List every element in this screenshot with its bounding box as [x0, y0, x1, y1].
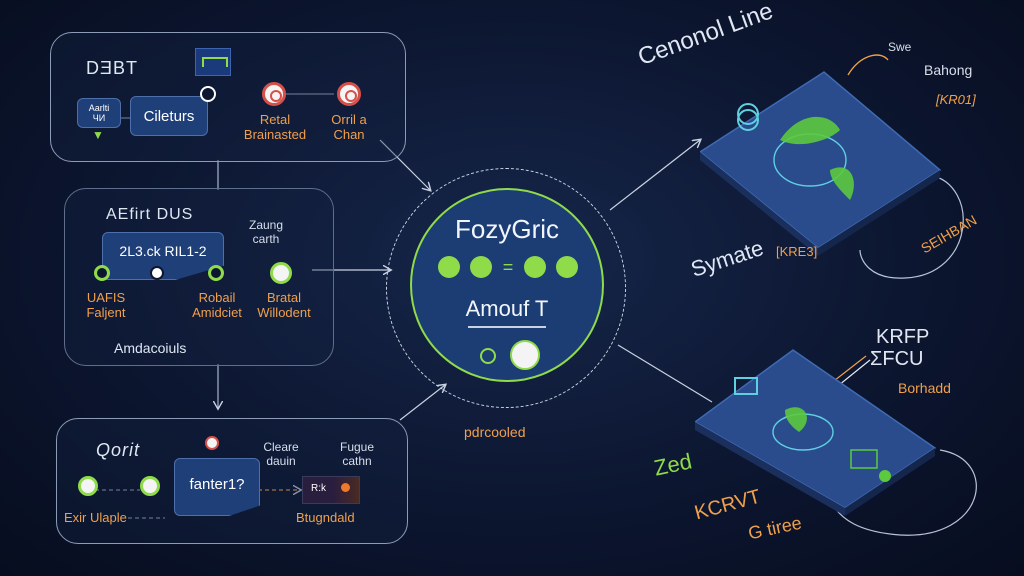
plus-icon: [523, 256, 546, 278]
top-small-sublabel: ЧИ: [92, 113, 106, 123]
hub-icon-row: =: [438, 254, 578, 280]
back-icon: [438, 256, 460, 278]
mid-box-title: AEfirt DUS: [106, 206, 194, 223]
mid-box-footer: Amdacoiuls: [114, 340, 187, 356]
mid-node-icon-2[interactable]: [208, 265, 224, 281]
right-top-tag1: [KR01]: [936, 92, 976, 107]
right-top-label2: Bahong: [924, 62, 973, 78]
mid-center-icon: [150, 266, 164, 280]
node-red-icon-1[interactable]: [262, 82, 286, 106]
hub-caption: pdrcooled: [464, 424, 526, 440]
bottom-top-icon: [205, 436, 219, 450]
bottom-main-label: fanter1?: [189, 475, 245, 493]
flame-icon: [341, 483, 350, 492]
top-small-block[interactable]: Aarlti ЧИ: [77, 98, 121, 128]
bottom-node-icon-2[interactable]: [140, 476, 160, 496]
hub-small-ring-icon: [480, 348, 496, 364]
right-bottom-board: [695, 349, 937, 516]
minus-icon: [470, 256, 493, 278]
bottom-main-block[interactable]: fanter1?: [174, 458, 260, 516]
mid-node-icon-1[interactable]: [94, 265, 110, 281]
node-red-icon-2[interactable]: [337, 82, 361, 106]
top-box-title: DƎBT: [86, 58, 139, 78]
equals-icon: =: [502, 256, 514, 277]
right-top-label1: Swe: [888, 40, 912, 54]
bottom-node-icon-1[interactable]: [78, 476, 98, 496]
mid-node-icon-3[interactable]: [270, 262, 292, 284]
bottom-node-label: Exir Ulaple: [64, 510, 127, 525]
mid-main-label: 2L3.ck RIL1-2: [119, 243, 207, 259]
top-main-block[interactable]: Cileturs: [130, 96, 208, 136]
arrow-down-icon: ▼: [92, 128, 104, 142]
thumb-label: R:k: [311, 483, 326, 494]
right-bottom-label3: Borhadd: [898, 380, 951, 396]
chip-icon: [195, 48, 231, 76]
right-bottom-label1: KRFP: [876, 326, 930, 348]
right-bottom-label2: ΣFCU: [870, 348, 924, 370]
bottom-box-title: Qorit: [96, 440, 141, 460]
top-small-label: Aarlti: [88, 103, 110, 113]
hub-circle[interactable]: [410, 188, 604, 382]
top-main-label: Cileturs: [143, 107, 195, 125]
down-icon: [555, 256, 578, 278]
hub-title: FozyGric: [455, 214, 559, 244]
bottom-thumbnail[interactable]: R:k: [302, 476, 360, 504]
right-top-tag2: [KRE3]: [776, 244, 818, 259]
hub-badge-icon: [510, 340, 540, 370]
bottom-right-label: Btugndald: [296, 510, 355, 525]
hub-dashed-ring: [386, 168, 626, 408]
info-circle-icon: [200, 86, 216, 102]
right-top-board: [700, 71, 942, 256]
hub-divider: [468, 326, 546, 328]
hub-subtitle: Amouf T: [465, 296, 549, 321]
